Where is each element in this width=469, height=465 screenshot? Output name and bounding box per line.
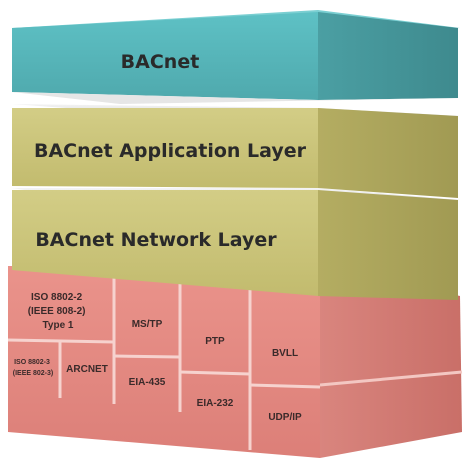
application-side-face: [318, 108, 458, 198]
application-layer-label: BACnet Application Layer: [34, 140, 307, 162]
arcnet-label: ARCNET: [66, 364, 108, 375]
network-front-face: [12, 190, 318, 296]
eia435-label: EIA-435: [129, 377, 166, 388]
top-layer: BACnet: [12, 10, 460, 104]
network-layer-label: BACnet Network Layer: [35, 229, 277, 251]
top-layer-label: BACnet: [121, 51, 200, 73]
iso8802-3-label: ISO 8802-3 (IEEE 802-3): [13, 359, 53, 377]
top-layer-front-face: [12, 12, 318, 100]
top-layer-side-face: [318, 12, 458, 100]
mstp-label: MS/TP: [132, 319, 163, 330]
datalink-front-face: [8, 266, 320, 458]
datalink-side-face: [320, 270, 462, 458]
application-layer: BACnet Application Layer: [12, 104, 460, 198]
eia232-label: EIA-232: [197, 398, 234, 409]
ptp-label: PTP: [205, 336, 225, 347]
network-layer: BACnet Network Layer: [12, 188, 460, 300]
application-front-face: [12, 108, 318, 188]
network-side-face: [318, 190, 458, 300]
bvll-label: BVLL: [272, 348, 298, 359]
top-layer-bottom-shadow: [12, 92, 458, 104]
iso8802-2-label: ISO 8802-2 (IEEE 808-2) Type 1: [28, 292, 89, 331]
datalink-layer: ISO 8802-2 (IEEE 808-2) Type 1 MS/TP PTP…: [7, 266, 463, 458]
udpip-label: UDP/IP: [268, 412, 302, 423]
